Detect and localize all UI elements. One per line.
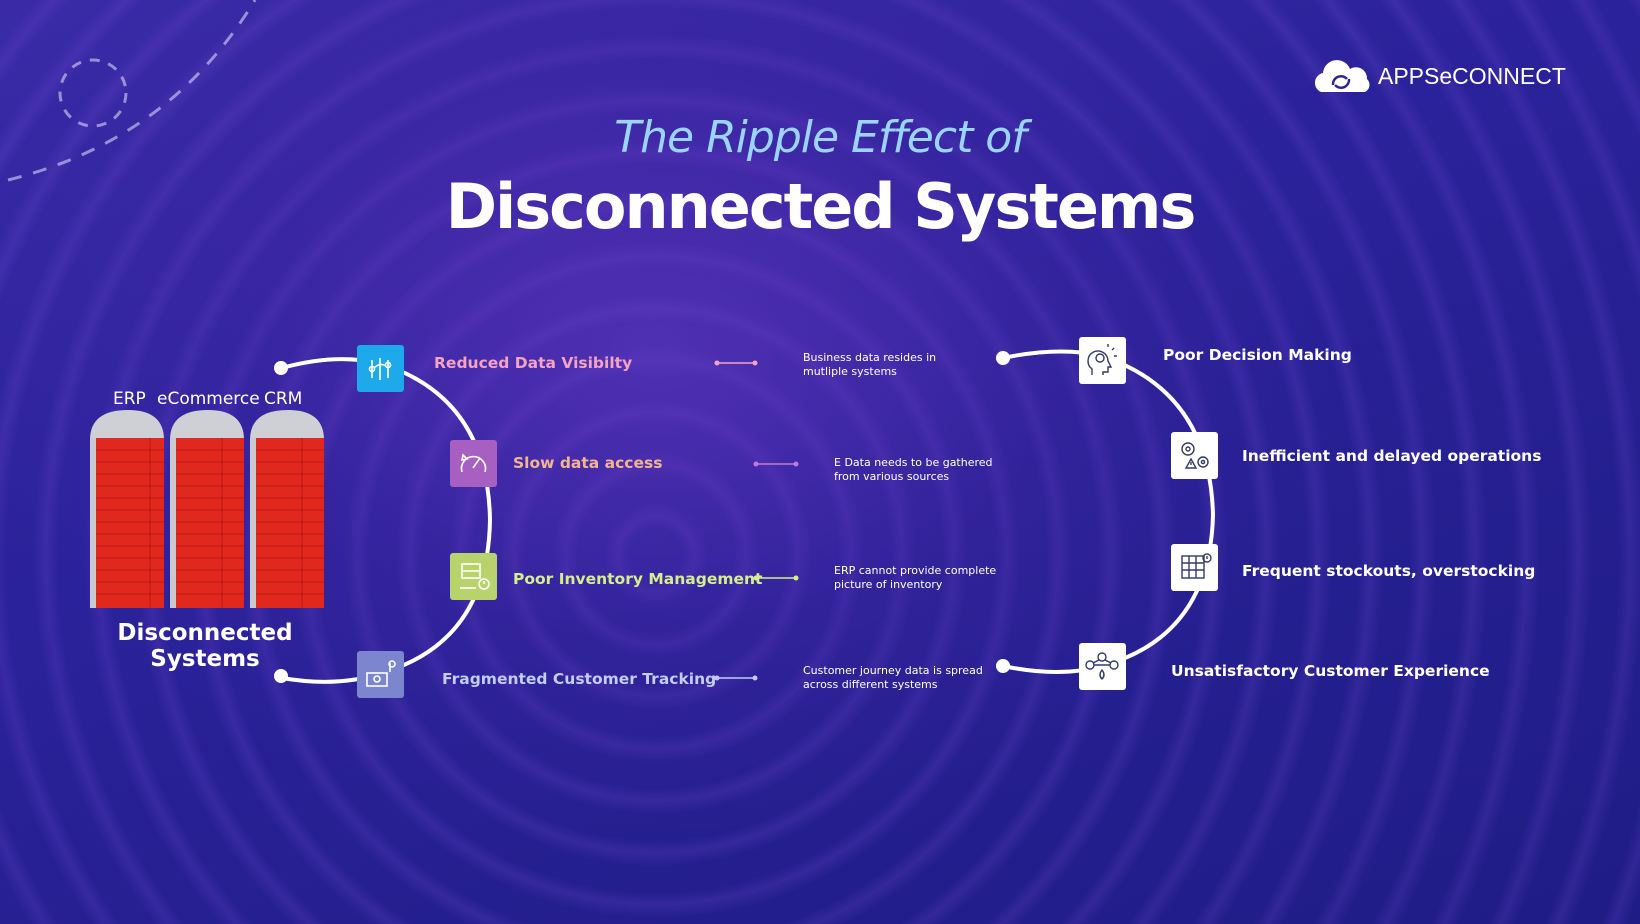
issue-description-4: Customer journey data is spread across d… bbox=[803, 664, 983, 691]
gears-warning-icon bbox=[1171, 432, 1218, 479]
left-arc-dot-bottom bbox=[274, 669, 288, 683]
silo-ecommerce-stripes bbox=[176, 438, 244, 608]
brand-logo: APPSeCONNECT bbox=[1312, 58, 1566, 94]
left-arc-dot-top bbox=[274, 361, 288, 375]
silo-crm-stripes bbox=[256, 438, 324, 608]
dashed-decor-circle bbox=[58, 58, 128, 128]
location-tracking-icon bbox=[357, 651, 404, 698]
silo-label-ecommerce: eCommerce bbox=[157, 389, 260, 409]
connector-2 bbox=[753, 461, 799, 467]
issue-label-2: Slow data access bbox=[513, 454, 663, 472]
issue-label-4: Fragmented Customer Tracking bbox=[442, 670, 717, 688]
right-arc-dot-bottom bbox=[996, 659, 1010, 673]
effect-label-4: Unsatisfactory Customer Experience bbox=[1171, 662, 1490, 680]
silo-ecommerce bbox=[170, 410, 244, 608]
issue-label-1: Reduced Data Visibilty bbox=[434, 354, 633, 372]
silo-erp bbox=[90, 410, 164, 608]
brain-head-icon bbox=[1079, 337, 1126, 384]
connector-1 bbox=[714, 360, 758, 366]
shelf-warning-icon bbox=[1171, 544, 1218, 591]
silo-erp-stripes bbox=[96, 438, 164, 608]
right-arc bbox=[1002, 349, 1216, 674]
effect-label-3: Frequent stockouts, overstocking bbox=[1242, 562, 1536, 580]
title-line-1: The Ripple Effect of bbox=[614, 112, 1026, 163]
issue-description-3: ERP cannot provide complete picture of i… bbox=[834, 564, 997, 591]
inventory-icon bbox=[450, 553, 497, 600]
cloud-sync-icon bbox=[1314, 60, 1370, 92]
silo-label-erp: ERP bbox=[113, 389, 146, 409]
issue-description-2: E Data needs to be gathered from various… bbox=[834, 456, 993, 483]
title-line-2: Disconnected Systems bbox=[445, 170, 1197, 243]
data-visibility-icon bbox=[357, 345, 404, 392]
issue-label-3: Poor Inventory Management bbox=[513, 570, 763, 588]
silo-group bbox=[90, 410, 324, 608]
effect-label-1: Poor Decision Making bbox=[1163, 346, 1352, 364]
silos-caption: Disconnected Systems bbox=[117, 620, 293, 672]
silo-crm bbox=[250, 410, 324, 608]
brand-logo-text: APPSeCONNECT bbox=[1378, 62, 1566, 89]
issue-description-1: Business data resides in mutliple system… bbox=[803, 351, 937, 378]
customer-network-icon bbox=[1079, 643, 1126, 690]
effect-label-2: Inefficient and delayed operations bbox=[1242, 447, 1542, 465]
speedometer-icon bbox=[450, 440, 497, 487]
dashed-decor-arc bbox=[7, 0, 257, 182]
right-arc-dot-top bbox=[996, 351, 1010, 365]
silo-label-crm: CRM bbox=[264, 389, 303, 409]
connector-3 bbox=[753, 575, 799, 581]
connector-4 bbox=[714, 675, 758, 681]
